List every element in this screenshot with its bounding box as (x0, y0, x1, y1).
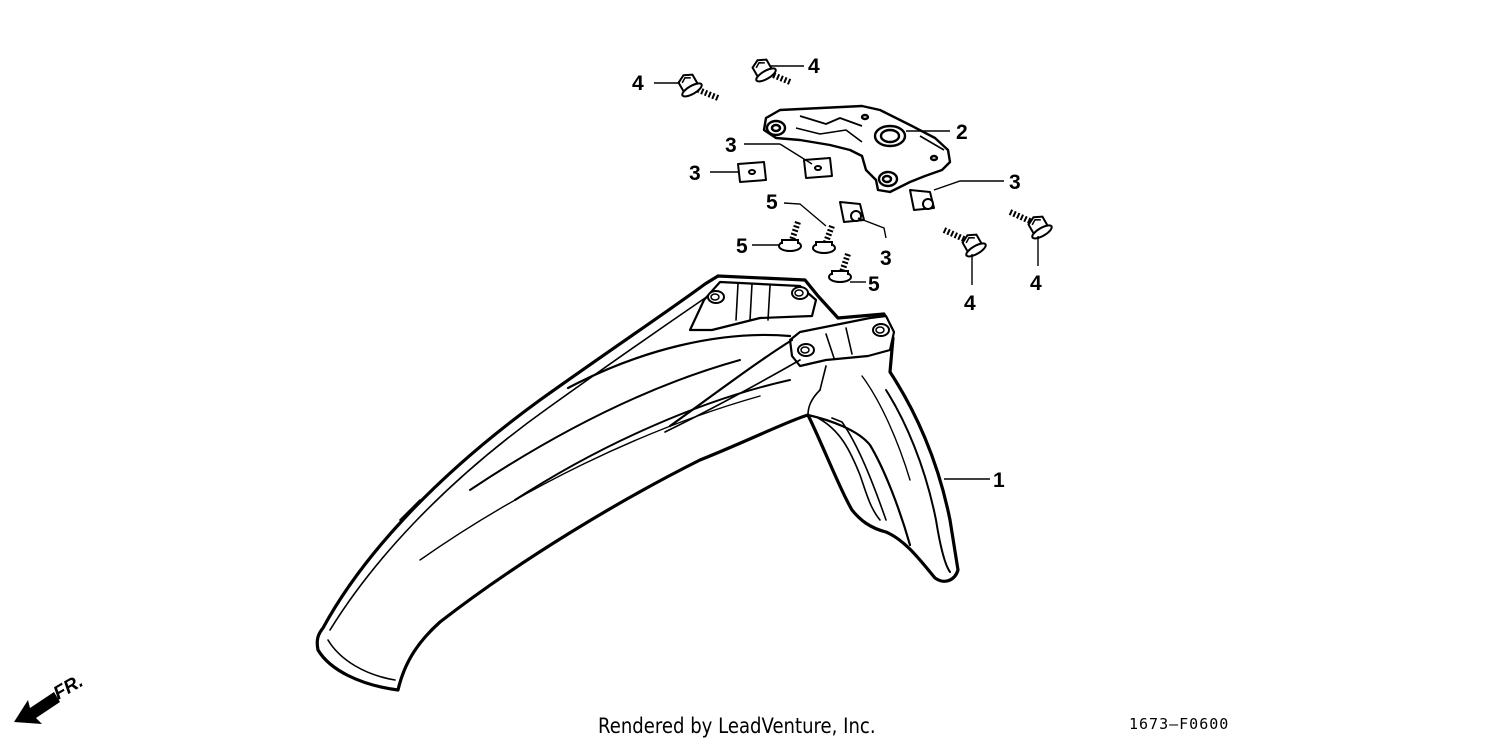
flange-bolts (672, 53, 1055, 260)
bolt (1008, 209, 1055, 242)
callouts: 1 2 3 3 3 3 4 4 4 4 5 5 5 (632, 55, 1042, 492)
callout-4: 4 (808, 55, 820, 78)
callout-4: 4 (1030, 272, 1042, 295)
callout-3: 3 (725, 134, 737, 157)
callout-4: 4 (964, 292, 976, 315)
clip-nut (737, 161, 767, 183)
screws (778, 221, 852, 283)
callout-3: 3 (689, 162, 701, 185)
callout-5: 5 (766, 191, 778, 214)
screw (828, 253, 852, 283)
screw (812, 224, 836, 254)
front-arrow-icon (14, 692, 60, 724)
callout-5: 5 (736, 235, 748, 258)
leader-lines (654, 65, 1039, 480)
clip-nut (839, 201, 865, 223)
diagram-code: 1673–F0600 (1129, 715, 1230, 733)
bolt (746, 53, 792, 85)
callout-3: 3 (880, 247, 892, 270)
screw (778, 221, 802, 252)
front-direction-marker: FR. (14, 671, 87, 724)
callout-5: 5 (868, 273, 880, 296)
callout-2: 2 (956, 121, 968, 144)
credit-text: Rendered by LeadVenture, Inc. (598, 714, 876, 738)
front-fender (315, 274, 960, 692)
clip-nut (909, 189, 935, 211)
fork-bracket (762, 104, 952, 194)
callout-3: 3 (1009, 171, 1021, 194)
callout-4: 4 (632, 72, 644, 95)
callout-1: 1 (993, 469, 1005, 492)
bolt (672, 68, 720, 101)
bolt (942, 227, 989, 260)
